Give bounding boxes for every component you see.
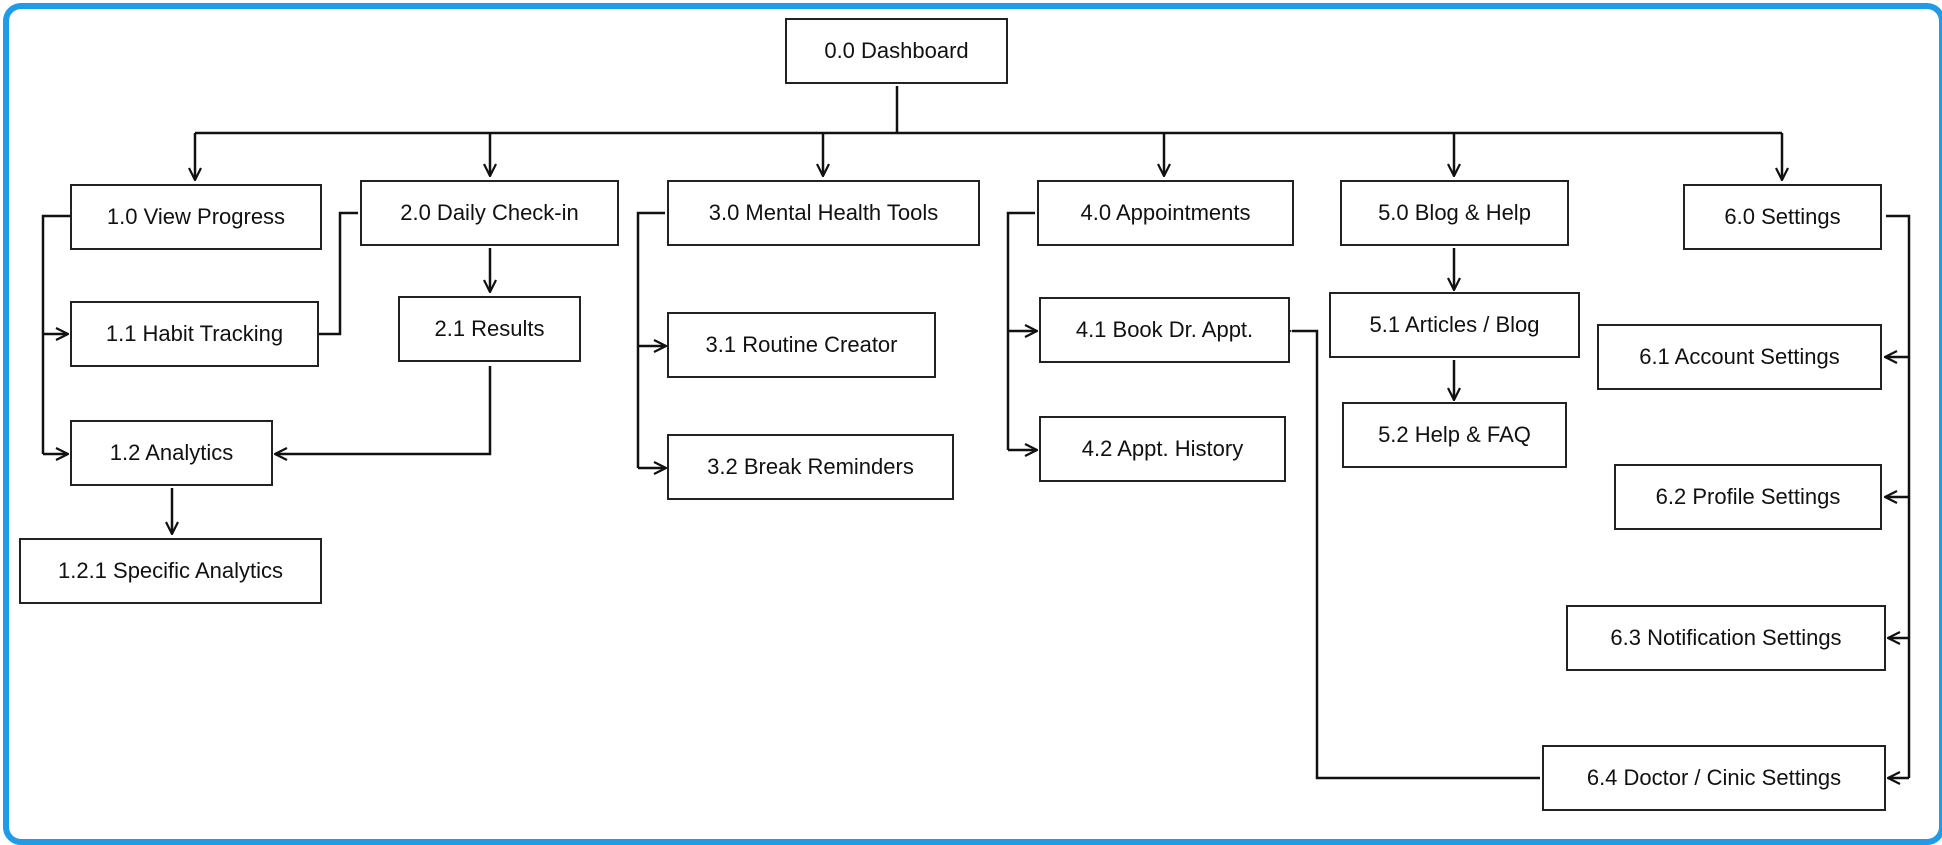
- branch1-spine: [41, 214, 70, 454]
- node-notification-settings[interactable]: 6.3 Notification Settings: [1566, 605, 1886, 671]
- node-specific-analytics[interactable]: 1.2.1 Specific Analytics: [19, 538, 322, 604]
- branch6-spine: [1886, 214, 1911, 778]
- node-articles-blog[interactable]: 5.1 Articles / Blog: [1329, 292, 1580, 358]
- node-blog-help[interactable]: 5.0 Blog & Help: [1340, 180, 1569, 246]
- branch3-spine: [636, 211, 665, 468]
- node-profile-settings[interactable]: 6.2 Profile Settings: [1614, 464, 1882, 530]
- node-help-faq[interactable]: 5.2 Help & FAQ: [1342, 402, 1567, 468]
- branch4-spine: [1006, 211, 1035, 450]
- node-mental-health-tools[interactable]: 3.0 Mental Health Tools: [667, 180, 980, 246]
- node-results[interactable]: 2.1 Results: [398, 296, 581, 362]
- node-break-reminders[interactable]: 3.2 Break Reminders: [667, 434, 954, 500]
- node-analytics[interactable]: 1.2 Analytics: [70, 420, 273, 486]
- habit-to-checkin: [310, 211, 358, 339]
- book-to-doctor-settings: [1284, 326, 1540, 780]
- node-settings[interactable]: 6.0 Settings: [1683, 184, 1882, 250]
- node-book-dr-appt[interactable]: 4.1 Book Dr. Appt.: [1039, 297, 1290, 363]
- node-account-settings[interactable]: 6.1 Account Settings: [1597, 324, 1882, 390]
- node-appointments[interactable]: 4.0 Appointments: [1037, 180, 1294, 246]
- node-doctor-clinic-settings[interactable]: 6.4 Doctor / Cinic Settings: [1542, 745, 1886, 811]
- node-routine-creator[interactable]: 3.1 Routine Creator: [667, 312, 936, 378]
- node-dashboard[interactable]: 0.0 Dashboard: [785, 18, 1008, 84]
- diagram-frame: [3, 3, 1942, 845]
- node-appt-history[interactable]: 4.2 Appt. History: [1039, 416, 1286, 482]
- node-habit-tracking[interactable]: 1.1 Habit Tracking: [70, 301, 319, 367]
- node-daily-check-in[interactable]: 2.0 Daily Check-in: [360, 180, 619, 246]
- node-view-progress[interactable]: 1.0 View Progress: [70, 184, 322, 250]
- results-to-analytics: [275, 366, 492, 454]
